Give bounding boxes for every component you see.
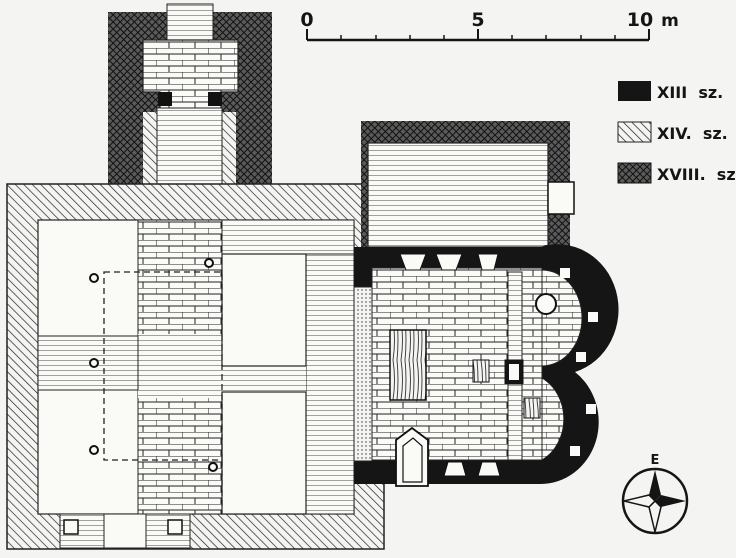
legend-swatch-solid <box>618 81 651 101</box>
scale-tick-5: 5 <box>471 9 484 31</box>
legend-swatch-hatch <box>617 121 652 143</box>
scale-tick-0: 0 <box>300 9 313 31</box>
legend-swatch-crosshatch <box>617 162 652 184</box>
nave <box>6 183 385 550</box>
compass-label: E <box>651 453 660 468</box>
scale-tick-10: 10 <box>627 9 653 31</box>
sacristy <box>361 121 575 251</box>
compass-icon: E <box>621 453 689 535</box>
sanctuary <box>353 244 619 487</box>
legend-label-xiii: XIII sz. <box>657 83 723 102</box>
legend: XIII sz. XIV. sz. XVIII. sz. <box>617 81 736 184</box>
scale-bar: 0 5 10 m <box>300 9 679 42</box>
legend-label-xiv: XIV. sz. <box>657 124 728 143</box>
scale-unit: m <box>661 11 679 31</box>
legend-label-xviii: XVIII. sz. <box>657 165 736 184</box>
